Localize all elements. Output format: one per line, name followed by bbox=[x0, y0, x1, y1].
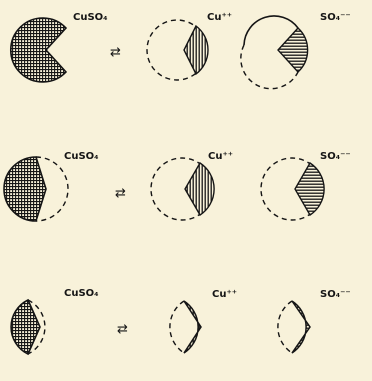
cu-ion-charge-wedge-row1 bbox=[184, 26, 208, 74]
cu-ion-row1 bbox=[147, 20, 208, 80]
cu-label-row1: Cu⁺⁺ bbox=[207, 12, 232, 23]
cu-ion-row3 bbox=[170, 301, 201, 353]
so4-ion-charge-wedge-row2 bbox=[295, 163, 324, 215]
cu-ion-charge-wedge-row3 bbox=[184, 301, 201, 353]
so4-ion-row1 bbox=[241, 16, 308, 89]
cuso4-molecule-row1 bbox=[11, 18, 66, 82]
cu-label-row3: Cu⁺⁺ bbox=[212, 289, 237, 300]
equilibrium-arrows-row3: ⇄ bbox=[117, 322, 128, 337]
so4-ion-charge-wedge-row3 bbox=[292, 301, 310, 353]
so4-ion-row2 bbox=[261, 158, 324, 220]
row-2: CuSO₄ ⇄ Cu⁺⁺ SO₄⁻⁻ bbox=[4, 151, 351, 221]
cuso4-undissociated-wedge-row1 bbox=[11, 18, 66, 82]
row-1: CuSO₄ ⇄ Cu⁺⁺ SO₄⁻⁻ bbox=[11, 12, 351, 89]
so4-label-row2: SO₄⁻⁻ bbox=[320, 151, 351, 162]
cuso4-undissociated-wedge-row2 bbox=[4, 157, 46, 221]
equilibrium-arrows-row1: ⇄ bbox=[110, 45, 121, 60]
cu-ion-outline-dashed-row3 bbox=[170, 301, 184, 353]
so4-ion-row3 bbox=[278, 301, 310, 353]
cuso4-label-row1: CuSO₄ bbox=[73, 12, 108, 23]
so4-ion-outline-dashed-row3 bbox=[278, 301, 292, 353]
cu-ion-row2 bbox=[151, 158, 214, 220]
cu-ion-charge-wedge-row2 bbox=[185, 163, 214, 215]
cuso4-molecule-row2 bbox=[4, 157, 68, 221]
cuso4-undissociated-wedge-row3 bbox=[11, 300, 40, 354]
row-3: CuSO₄ ⇄ Cu⁺⁺ SO₄⁻⁻ bbox=[11, 288, 351, 354]
equilibrium-arrows-row2: ⇄ bbox=[115, 186, 126, 201]
so4-ion-charge-wedge-row1 bbox=[278, 28, 308, 72]
so4-label-row1: SO₄⁻⁻ bbox=[320, 12, 351, 23]
cuso4-label-row2: CuSO₄ bbox=[64, 151, 99, 162]
cu-label-row2: Cu⁺⁺ bbox=[208, 151, 233, 162]
cuso4-label-row3: CuSO₄ bbox=[64, 288, 99, 299]
cuso4-molecule-row3 bbox=[11, 300, 45, 354]
so4-label-row3: SO₄⁻⁻ bbox=[320, 289, 351, 300]
